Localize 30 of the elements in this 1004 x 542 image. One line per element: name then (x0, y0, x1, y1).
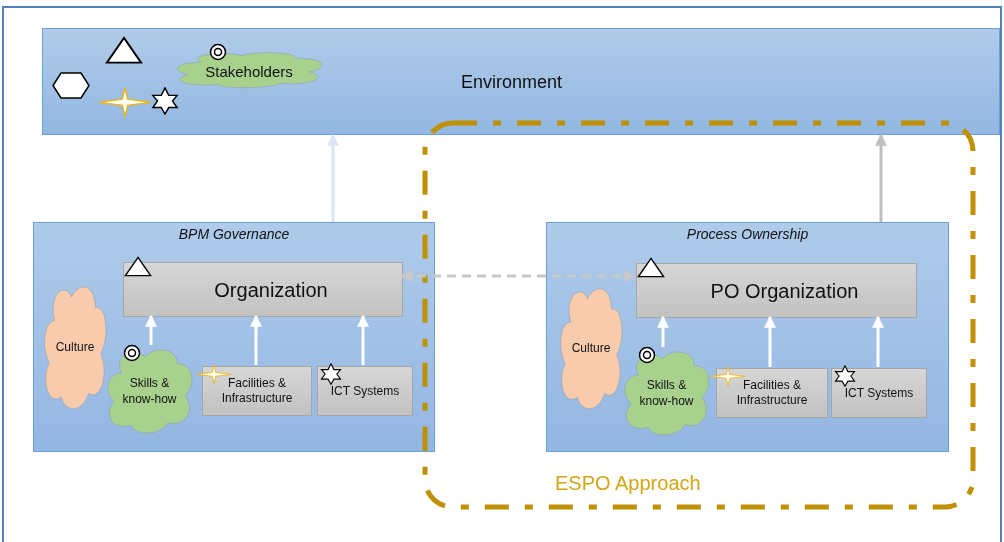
node-label: Skills & know-how (638, 377, 695, 409)
node-label: PO Organization (709, 278, 859, 304)
approach-region (420, 118, 978, 512)
arrow (145, 314, 157, 345)
node-label: Environment (461, 72, 563, 92)
panel-heading: Process Ownership (686, 225, 809, 244)
node-label: ICT Systems (843, 385, 915, 401)
arrow (400, 270, 637, 282)
arrow (657, 315, 669, 347)
component-box (831, 368, 927, 418)
node-label: Culture (570, 340, 612, 356)
arrow (250, 314, 262, 365)
node-label: Stakeholders (205, 62, 293, 80)
node-label: Facilities & Infrastructure (735, 378, 809, 408)
component-box (317, 366, 413, 416)
region-label: ESPO Approach (555, 472, 701, 494)
domain-panel (33, 222, 435, 452)
node-label: Facilities & Infrastructure (220, 376, 294, 406)
arrow (357, 314, 369, 365)
node-label: Culture (54, 339, 96, 355)
node-label: ICT Systems (329, 383, 401, 399)
arrow (764, 315, 776, 367)
panel-heading: BPM Governance (178, 225, 290, 244)
node-label: Organization (213, 277, 328, 303)
environment-panel (42, 28, 1000, 135)
arrow (327, 133, 339, 222)
node-label: Skills & know-how (121, 375, 178, 407)
arrow (872, 315, 884, 367)
domain-panel (546, 222, 949, 452)
arrow (875, 133, 887, 222)
